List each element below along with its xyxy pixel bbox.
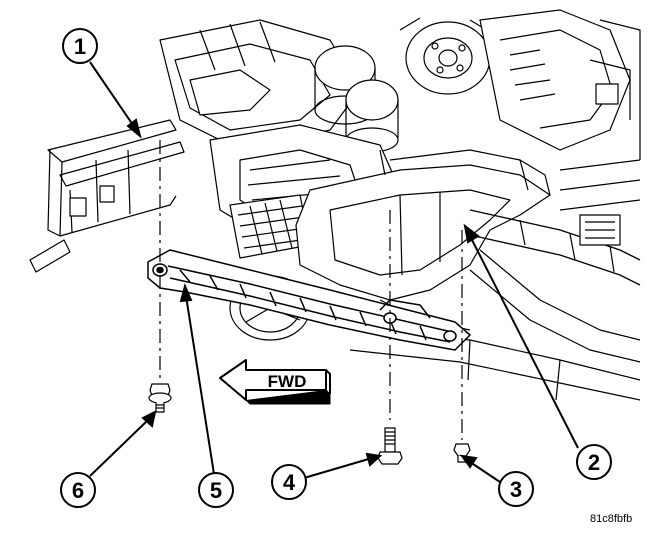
- bolt-centerlines: [159, 140, 463, 440]
- bolt-6: [148, 383, 172, 413]
- callout-3: 3: [498, 471, 534, 507]
- callout-2: 2: [576, 444, 612, 480]
- callout-5-label: 5: [210, 478, 222, 503]
- callout-1-label: 1: [74, 34, 86, 59]
- callout-3-label: 3: [510, 477, 522, 502]
- bolt-4: [377, 427, 403, 465]
- callout-5: 5: [198, 472, 234, 508]
- bolt-3: [453, 443, 471, 463]
- forward-direction-arrow: FWD: [219, 359, 331, 405]
- figure-code: 81c8fbfb: [590, 513, 632, 525]
- callout-6: 6: [60, 472, 96, 508]
- callout-6-label: 6: [72, 478, 84, 503]
- callout-4: 4: [271, 464, 307, 500]
- callout-4-label: 4: [283, 470, 296, 495]
- engine-assembly: [29, 9, 641, 401]
- leader-lines: [89, 61, 579, 483]
- callout-1: 1: [62, 28, 98, 64]
- fwd-label: FWD: [268, 372, 307, 391]
- callout-2-label: 2: [588, 450, 600, 475]
